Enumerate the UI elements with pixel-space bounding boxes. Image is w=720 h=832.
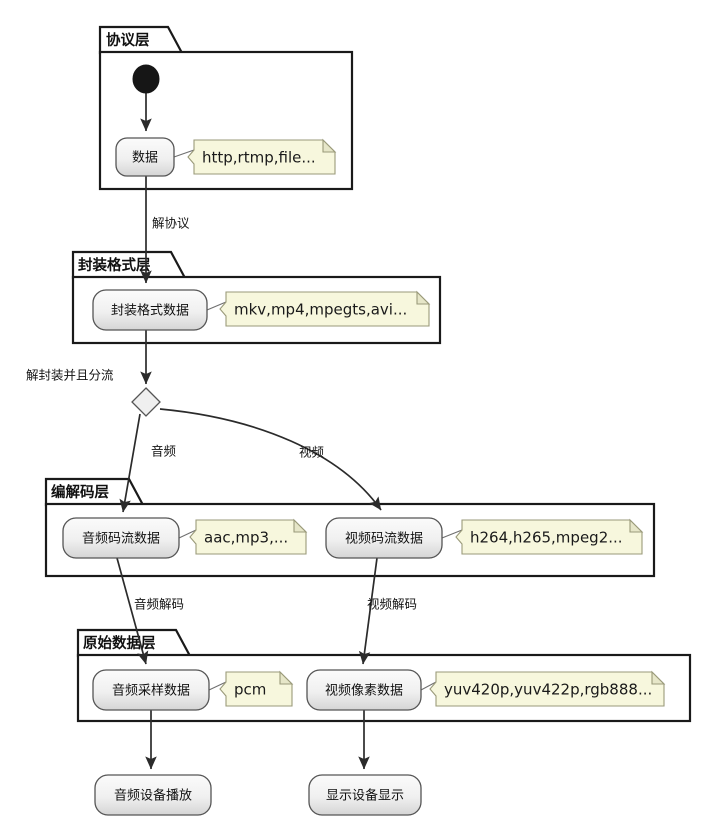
node-data-label: 数据 [132, 151, 158, 166]
node-audio-samples[interactable]: 音频采样数据 [92, 669, 210, 711]
note-protocol-formats: http,rtmp,file... [187, 138, 337, 175]
note-pcm-format: pcm [219, 670, 294, 707]
edge-decision-to-video-stream [159, 408, 382, 511]
node-audio-output[interactable]: 音频设备播放 [94, 774, 212, 816]
note-protocol-formats-text: http,rtmp,file... [202, 149, 316, 167]
node-container-data[interactable]: 封装格式数据 [92, 289, 208, 331]
note-container-formats: mkv,mp4,mpegts,avi... [219, 290, 431, 327]
node-video-pixels-label: 视频像素数据 [325, 684, 403, 699]
layer-container-format-label: 封装格式层 [78, 256, 151, 274]
note-pixel-formats-text: yuv420p,yuv422p,rgb888... [444, 681, 652, 699]
start-node [132, 64, 160, 94]
note-connector-audio [178, 529, 197, 539]
note-pcm-format-text: pcm [234, 681, 266, 699]
node-audio-output-label: 音频设备播放 [114, 788, 192, 804]
node-audio-stream-label: 音频码流数据 [82, 531, 160, 547]
edge-label-audio-decode: 音频解码 [134, 597, 184, 612]
note-audio-codecs-text: aac,mp3,... [204, 529, 288, 547]
node-video-stream[interactable]: 视频码流数据 [325, 517, 443, 559]
edge-label-video-decode: 视频解码 [367, 597, 417, 612]
note-connector-pixels [420, 681, 437, 691]
node-audio-samples-label: 音频采样数据 [112, 683, 190, 699]
note-connector-pcm [208, 681, 227, 691]
edge-label-protocol-parse: 解协议 [152, 216, 190, 231]
node-video-pixels[interactable]: 视频像素数据 [306, 669, 422, 711]
edge-audio-decode [116, 557, 149, 665]
note-pixel-formats: yuv420p,yuv422p,rgb888... [429, 670, 666, 707]
layer-raw-data-label: 原始数据层 [83, 634, 156, 652]
edge-label-audio-branch: 音频 [151, 444, 177, 459]
note-container-formats-text: mkv,mp4,mpegts,avi... [234, 301, 407, 319]
layer-codec-label: 编解码层 [51, 483, 109, 501]
edge-decision-to-audio-stream [119, 413, 141, 513]
node-container-data-label: 封装格式数据 [111, 303, 189, 319]
note-video-codecs-text: h264,h265,mpeg2... [470, 529, 623, 547]
node-audio-stream[interactable]: 音频码流数据 [62, 517, 180, 559]
edge-label-video-branch: 视频 [299, 445, 325, 460]
node-video-output[interactable]: 显示设备显示 [308, 774, 422, 816]
layer-protocol-label: 协议层 [106, 31, 150, 49]
edge-label-demux: 解封装并且分流 [26, 368, 114, 383]
note-audio-codecs: aac,mp3,... [189, 518, 308, 555]
note-connector-container [206, 301, 227, 311]
demux-decision-node [131, 387, 161, 417]
node-video-output-label: 显示设备显示 [326, 788, 404, 804]
note-connector-video [441, 529, 463, 539]
edge-video-decode [358, 557, 378, 665]
note-connector-protocol [173, 149, 195, 158]
node-data[interactable]: 数据 [115, 137, 175, 177]
note-video-codecs: h264,h265,mpeg2... [455, 518, 644, 555]
node-video-stream-label: 视频码流数据 [345, 532, 423, 547]
